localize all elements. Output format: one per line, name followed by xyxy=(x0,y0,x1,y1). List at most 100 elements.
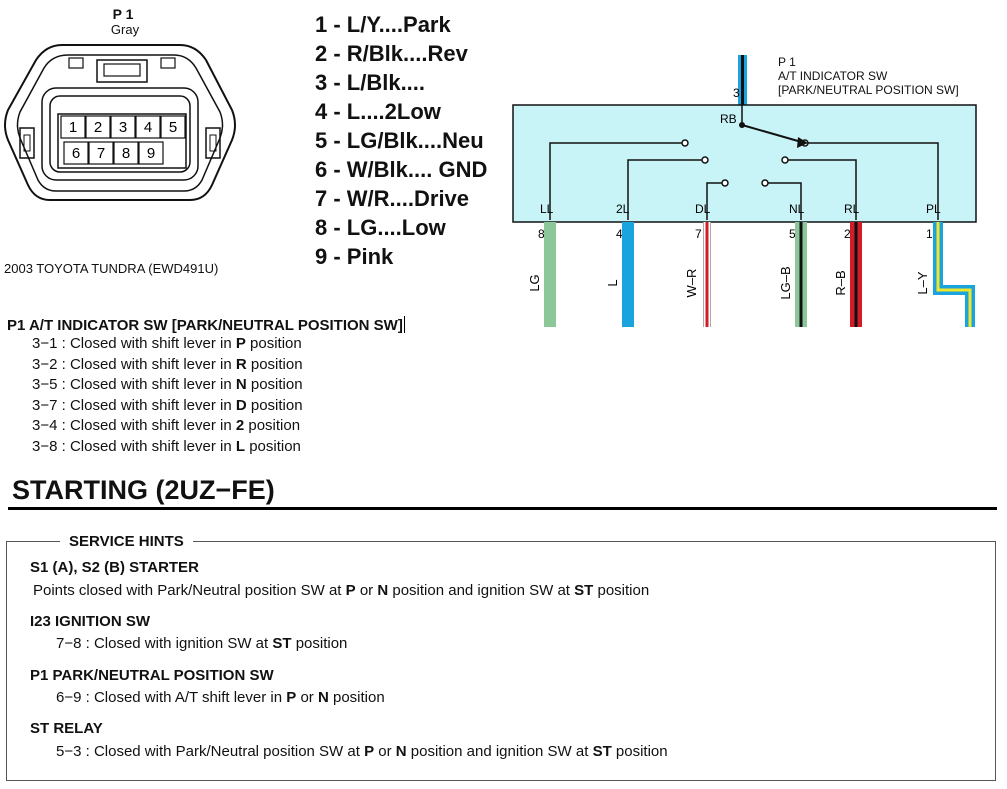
switch-terminal-label: NL xyxy=(789,202,805,216)
switch-terminal-label: PL xyxy=(926,202,941,216)
input-pin-number: 3 xyxy=(733,86,740,100)
indicator-switch-item-pos: 2 xyxy=(235,417,245,434)
diagram-caption: 2003 TOYOTA TUNDRA (EWD491U) xyxy=(4,261,219,276)
hint-heading-ignition: I23 IGNITION SW xyxy=(30,613,151,630)
indicator-switch-item: 3−8 : Closed with shift lever in L posit… xyxy=(32,437,405,458)
switch-terminal-label: 2L xyxy=(616,202,630,216)
hint-text-starter: Points closed with Park/Neutral position… xyxy=(33,582,649,599)
connector-pin-number: 1 xyxy=(69,119,77,136)
indicator-switch-item-tail: position xyxy=(245,437,301,455)
connector-pin-number: 6 xyxy=(72,145,80,162)
hint-text-segment: position xyxy=(611,743,668,760)
switch-terminal-label: LL xyxy=(540,202,554,216)
hint-text-segment: position and ignition SW at xyxy=(388,582,575,599)
connector-pin-cell xyxy=(110,115,136,139)
hint-heading-st-relay: ST RELAY xyxy=(30,720,103,737)
pin-list-item: 7 - W/R....Drive xyxy=(315,186,470,211)
connector-pin-cell xyxy=(160,115,186,139)
hint-text-segment: or xyxy=(296,689,318,706)
indicator-switch-item-text: : Closed with shift lever in xyxy=(57,355,236,373)
switch-title-line3: [PARK/NEUTRAL POSITION SW] xyxy=(778,83,959,97)
connector-pin-cell xyxy=(135,115,161,139)
indicator-switch-item-text: : Closed with shift lever in xyxy=(57,335,236,352)
switch-terminal-pin: 1 xyxy=(926,227,933,241)
connector-pin-number: 2 xyxy=(94,119,102,136)
indicator-switch-heading: P1 A/T INDICATOR SW [PARK/NEUTRAL POSITI… xyxy=(7,316,405,334)
hint-text-segment: P xyxy=(345,582,356,599)
switch-title-line2: A/T INDICATOR SW xyxy=(778,69,888,83)
hint-text-segment: position xyxy=(291,635,348,652)
switch-title: P 1 A/T INDICATOR SW [PARK/NEUTRAL POSIT… xyxy=(778,55,959,97)
indicator-switch-item-pins: 3−2 xyxy=(32,355,58,373)
pin-list-item: 3 - L/Blk.... xyxy=(315,70,426,95)
hint-text-segment: or xyxy=(374,743,396,760)
connector-pin-cell xyxy=(63,141,89,165)
switch-wire-stripe xyxy=(936,222,972,327)
indicator-switch-item-text: : Closed with shift lever in xyxy=(57,376,236,393)
switch-terminal-pin: 2 xyxy=(844,227,851,241)
pin-list-item: 8 - LG....Low xyxy=(315,215,446,240)
hint-text-segment: Points closed with Park/Neutral position… xyxy=(33,582,346,599)
hint-heading-park-neutral: P1 PARK/NEUTRAL POSITION SW xyxy=(30,667,274,684)
switch-wire-color-label: LG–B xyxy=(778,266,793,299)
hint-text-segment: or xyxy=(355,582,378,599)
hint-text-segment: position xyxy=(593,582,650,599)
indicator-switch-item-pos: L xyxy=(235,437,246,455)
service-hints-title: SERVICE HINTS xyxy=(60,533,193,550)
hint-text-segment: ST xyxy=(574,582,594,599)
hint-text-segment: position xyxy=(328,689,385,706)
switch-wire-color-label: R–B xyxy=(833,270,848,295)
indicator-switch-item-pins: 3−8 xyxy=(32,437,58,455)
indicator-switch-item-pos: D xyxy=(235,396,247,414)
hint-text-ignition: 7−8 : Closed with ignition SW at ST posi… xyxy=(56,635,347,652)
switch-terminal-pin: 7 xyxy=(695,227,702,241)
indicator-switch-item-pins: 3−5 xyxy=(32,376,58,393)
pin-list-item: 5 - LG/Blk....Neu xyxy=(315,128,484,153)
switch-terminal-pin: 5 xyxy=(789,227,796,241)
pin-list-item: 9 - Pink xyxy=(315,244,394,269)
switch-wire-color-label: W–R xyxy=(684,269,699,298)
pin-list-item: 1 - L/Y....Park xyxy=(315,12,451,37)
indicator-switch-item-text: : Closed with shift lever in xyxy=(57,417,236,434)
service-hints-box xyxy=(6,541,996,781)
indicator-switch-item-tail: position xyxy=(246,376,303,393)
indicator-switch-item-pins: 3−1 xyxy=(32,335,58,352)
pin-list: 1 - L/Y....Park 2 - R/Blk....Rev 3 - L/B… xyxy=(315,10,487,271)
connector-pin-cell xyxy=(60,115,86,139)
connector-color: Gray xyxy=(110,22,140,37)
hint-text-st-relay: 5−3 : Closed with Park/Neutral position … xyxy=(56,743,668,760)
pin-list-item: 6 - W/Blk.... GND xyxy=(315,157,488,182)
connector-pin-number: 4 xyxy=(144,119,152,136)
switch-wire xyxy=(933,222,975,327)
indicator-switch-item: 3−2 : Closed with shift lever in R posit… xyxy=(32,355,405,376)
section-title: STARTING (2UZ−FE) xyxy=(12,475,275,505)
indicator-switch-item-text: : Closed with shift lever in xyxy=(57,396,236,414)
hint-text-segment: N xyxy=(377,582,389,599)
indicator-switch-item: 3−5 : Closed with shift lever in N posit… xyxy=(32,375,405,396)
hint-heading-starter: S1 (A), S2 (B) STARTER xyxy=(30,559,199,576)
connector-pin-number: 9 xyxy=(147,145,155,162)
input-terminal-label: RB xyxy=(720,112,737,126)
indicator-switch-section: P1 A/T INDICATOR SW [PARK/NEUTRAL POSITI… xyxy=(7,316,405,457)
hint-text-segment: N xyxy=(395,743,407,760)
hint-text-segment: position and ignition SW at xyxy=(406,743,593,760)
switch-terminal-label: DL xyxy=(695,202,711,216)
switch-title-line1: P 1 xyxy=(778,55,796,69)
hint-text-segment: 5−3 : Closed with Park/Neutral position … xyxy=(56,743,365,760)
hint-text-segment: N xyxy=(317,689,329,706)
hint-text-segment: ST xyxy=(272,635,292,652)
hint-text-segment: P xyxy=(364,743,375,760)
connector-pin-cell xyxy=(85,115,111,139)
indicator-switch-item-pins: 3−4 xyxy=(32,417,58,434)
connector-pin-cell xyxy=(88,141,114,165)
hint-text-park-neutral: 6−9 : Closed with A/T shift lever in P o… xyxy=(56,689,385,706)
connector-pin-number: 8 xyxy=(122,145,130,162)
switch-wire-color-label: L xyxy=(605,279,620,286)
pin-list-item: 2 - R/Blk....Rev xyxy=(315,41,468,66)
switch-terminal-pin: 8 xyxy=(538,227,545,241)
connector-title: P 1 xyxy=(112,6,134,22)
indicator-switch-item-tail: position xyxy=(244,417,301,434)
indicator-switch-item-pos: N xyxy=(235,376,247,393)
indicator-switch-item-pos: P xyxy=(235,335,246,352)
